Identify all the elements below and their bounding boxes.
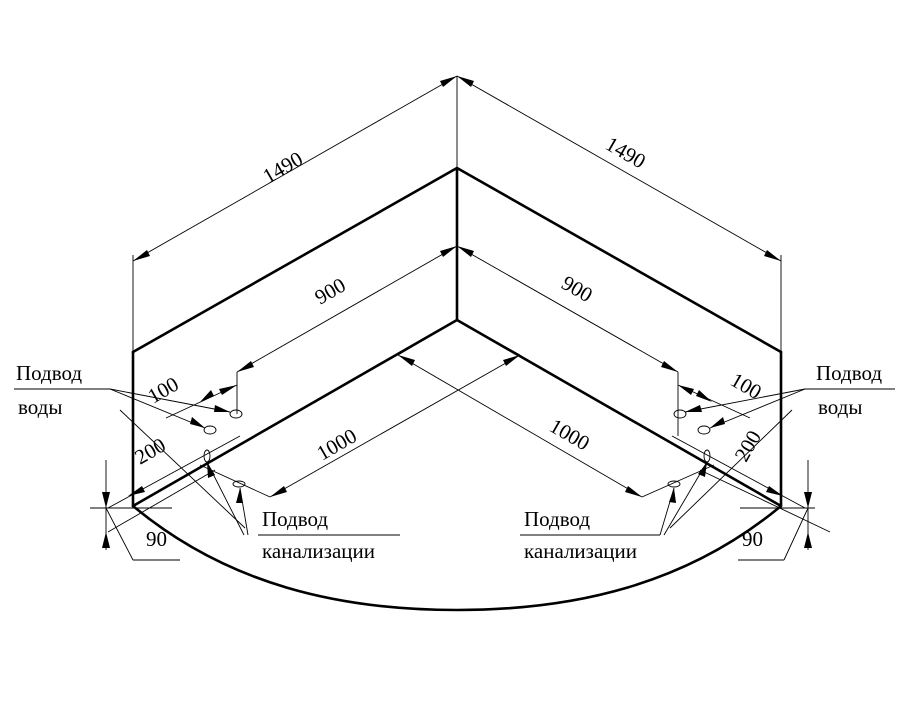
drain-left-2 <box>232 480 246 488</box>
water-inlet-left-2 <box>203 425 217 435</box>
dim-left-total: 1490 <box>259 147 307 189</box>
drain-right-line1: Подвод <box>524 507 590 531</box>
water-inlet-right-2 <box>697 425 711 435</box>
water-right-line1: Подвод <box>816 361 882 385</box>
drain-right-line2: канализации <box>524 539 637 563</box>
dim-right-inner: 900 <box>558 271 597 308</box>
dim-right-rim: 1000 <box>546 414 594 456</box>
label-texts: Подвод воды Подвод воды Подвод канализац… <box>16 361 882 563</box>
dim-right-100: 100 <box>727 368 766 405</box>
water-right-line2: воды <box>818 395 862 419</box>
dim-right-90: 90 <box>742 527 763 551</box>
water-left-line2: воды <box>18 395 62 419</box>
water-inlet-right-1 <box>673 409 687 419</box>
dim-right-total: 1490 <box>602 132 650 174</box>
drain-right-2 <box>667 480 681 488</box>
dim-left-inner: 900 <box>311 273 350 310</box>
dim-left-200: 200 <box>131 433 170 470</box>
front-arc <box>131 504 783 612</box>
label-leaders <box>14 388 895 536</box>
dim-right-200: 200 <box>730 426 767 465</box>
water-left-line1: Подвод <box>16 361 82 385</box>
dimension-lines <box>102 75 812 548</box>
dimension-texts: 1490 1490 900 900 1000 1000 100 100 200 … <box>131 132 767 551</box>
connection-points <box>203 409 711 488</box>
drain-left-line2: канализации <box>262 539 375 563</box>
dim-left-90: 90 <box>146 527 167 551</box>
dim-left-100: 100 <box>144 372 183 409</box>
water-inlet-left-1 <box>229 409 243 419</box>
drain-left-1 <box>203 449 211 463</box>
drain-left-line1: Подвод <box>262 507 328 531</box>
